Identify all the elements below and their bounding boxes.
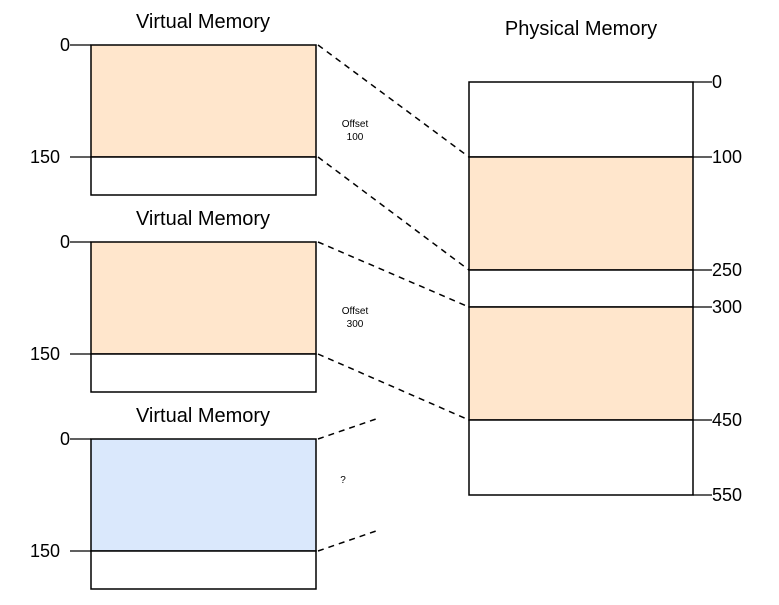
mapping-line-top bbox=[317, 241, 470, 308]
virtual-memory-title: Virtual Memory bbox=[136, 11, 270, 33]
address-label-0: 0 bbox=[60, 35, 70, 55]
address-label-150: 150 bbox=[30, 541, 60, 561]
physical-free-region bbox=[468, 419, 694, 496]
virtual-memory-block-1: Virtual Memory 0 150 Offset 100 bbox=[30, 11, 470, 271]
mapping-line-top bbox=[317, 418, 377, 440]
mapping-line-bottom bbox=[317, 353, 470, 421]
virtual-mapped-region bbox=[90, 44, 317, 158]
address-label-100: 100 bbox=[712, 147, 742, 167]
virtual-unmapped-region bbox=[90, 156, 317, 196]
physical-memory: Physical Memory 0 100 250 300 450 550 bbox=[468, 18, 742, 505]
physical-free-region bbox=[468, 81, 694, 158]
virtual-memory-block-2: Virtual Memory 0 150 Offset 300 bbox=[30, 208, 470, 421]
physical-allocated-region bbox=[468, 306, 694, 421]
address-label-0: 0 bbox=[60, 429, 70, 449]
address-label-150: 150 bbox=[30, 147, 60, 167]
virtual-unassigned-region bbox=[90, 438, 317, 552]
address-label-300: 300 bbox=[712, 297, 742, 317]
address-label-450: 450 bbox=[712, 410, 742, 430]
mapping-line-top bbox=[317, 44, 470, 158]
address-label-0: 0 bbox=[712, 72, 722, 92]
physical-allocated-region bbox=[468, 156, 694, 271]
offset-value: 300 bbox=[347, 319, 364, 330]
mapping-line-bottom bbox=[317, 530, 377, 552]
physical-free-region bbox=[468, 269, 694, 308]
address-label-550: 550 bbox=[712, 485, 742, 505]
address-label-250: 250 bbox=[712, 260, 742, 280]
offset-label: Offset bbox=[342, 306, 369, 317]
virtual-unmapped-region bbox=[90, 550, 317, 590]
physical-memory-title: Physical Memory bbox=[505, 18, 657, 40]
virtual-unmapped-region bbox=[90, 353, 317, 393]
address-label-0: 0 bbox=[60, 232, 70, 252]
unknown-offset-label: ? bbox=[340, 475, 346, 486]
virtual-memory-title: Virtual Memory bbox=[136, 208, 270, 230]
mapping-line-bottom bbox=[317, 156, 470, 271]
offset-label: Offset bbox=[342, 119, 369, 130]
virtual-memory-block-3: Virtual Memory 0 150 ? bbox=[30, 405, 377, 590]
address-label-150: 150 bbox=[30, 344, 60, 364]
virtual-memory-title: Virtual Memory bbox=[136, 405, 270, 427]
offset-value: 100 bbox=[347, 132, 364, 143]
virtual-mapped-region bbox=[90, 241, 317, 355]
